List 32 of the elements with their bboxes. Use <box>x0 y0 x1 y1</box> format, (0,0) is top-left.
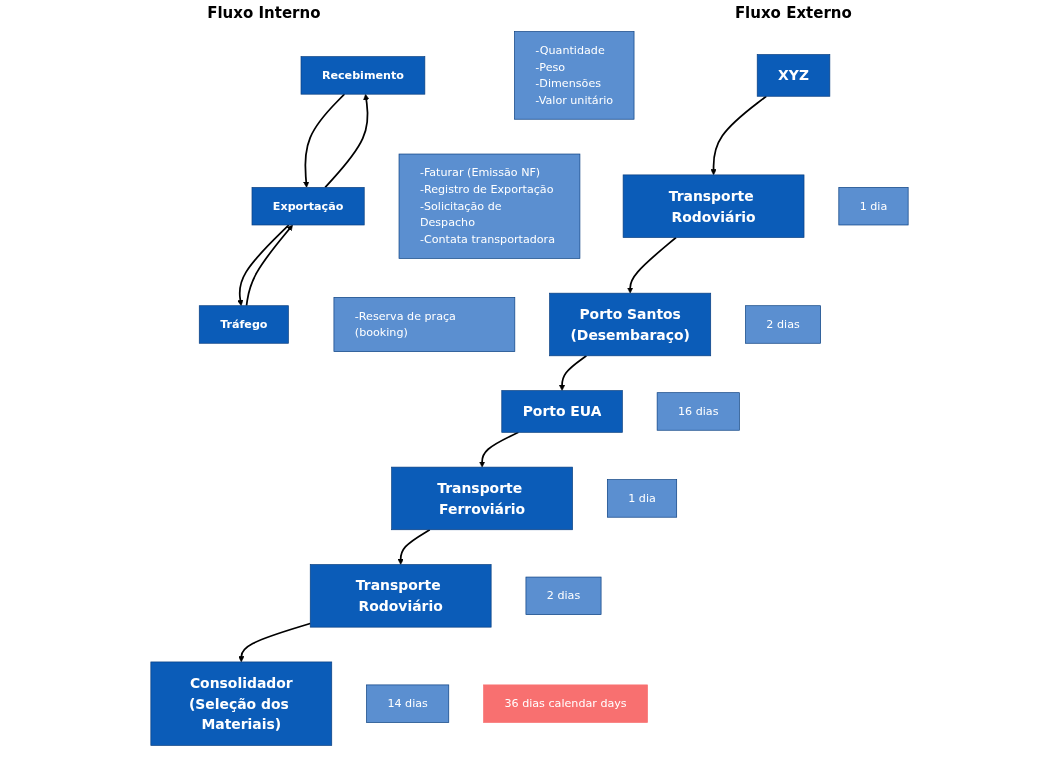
node-box: Recebimento <box>300 56 426 95</box>
node-box: 16 dias <box>656 392 740 431</box>
node-box: 1 dia <box>607 479 678 518</box>
arrow <box>397 528 431 565</box>
node-box: 14 dias <box>366 684 450 723</box>
node-box: Tráfego <box>198 305 289 344</box>
node-box: XYZ <box>756 54 831 97</box>
arrow <box>559 354 588 391</box>
arrow <box>245 224 293 307</box>
arrow <box>237 224 290 306</box>
node-box: Transporte Rodoviário <box>309 564 492 628</box>
node-box: Transporte Rodoviário <box>622 174 805 238</box>
node-box: Exportação <box>251 187 365 226</box>
node-box: Porto Santos (Desembaraço) <box>549 292 712 357</box>
column-heading: Fluxo Externo <box>734 4 852 22</box>
node-box: Porto EUA <box>501 390 623 433</box>
node-box: -Quantidade -Peso -Dimensões -Valor unitário <box>514 31 635 120</box>
arrow <box>324 93 370 189</box>
arrow <box>238 622 312 663</box>
arrow <box>479 431 520 468</box>
node-box: 1 dia <box>838 187 909 226</box>
node-box: 36 dias calendar days <box>483 684 648 723</box>
column-heading: Fluxo Interno <box>207 4 321 22</box>
arrow <box>303 93 346 188</box>
node-box: 2 dias <box>745 305 821 344</box>
node-box: -Faturar (Emissão NF) -Registro de Exportação -Solicitação de Despacho -Contata transportadora <box>398 153 581 259</box>
node-box: 2 dias <box>525 576 602 615</box>
arrow <box>710 95 768 176</box>
node-box: -Reserva de praça (booking) <box>333 297 516 352</box>
node-box: Transporte Ferroviário <box>391 466 573 531</box>
arrow <box>627 236 677 294</box>
node-box: Consolidador (Seleção dos Materiais) <box>150 661 333 746</box>
